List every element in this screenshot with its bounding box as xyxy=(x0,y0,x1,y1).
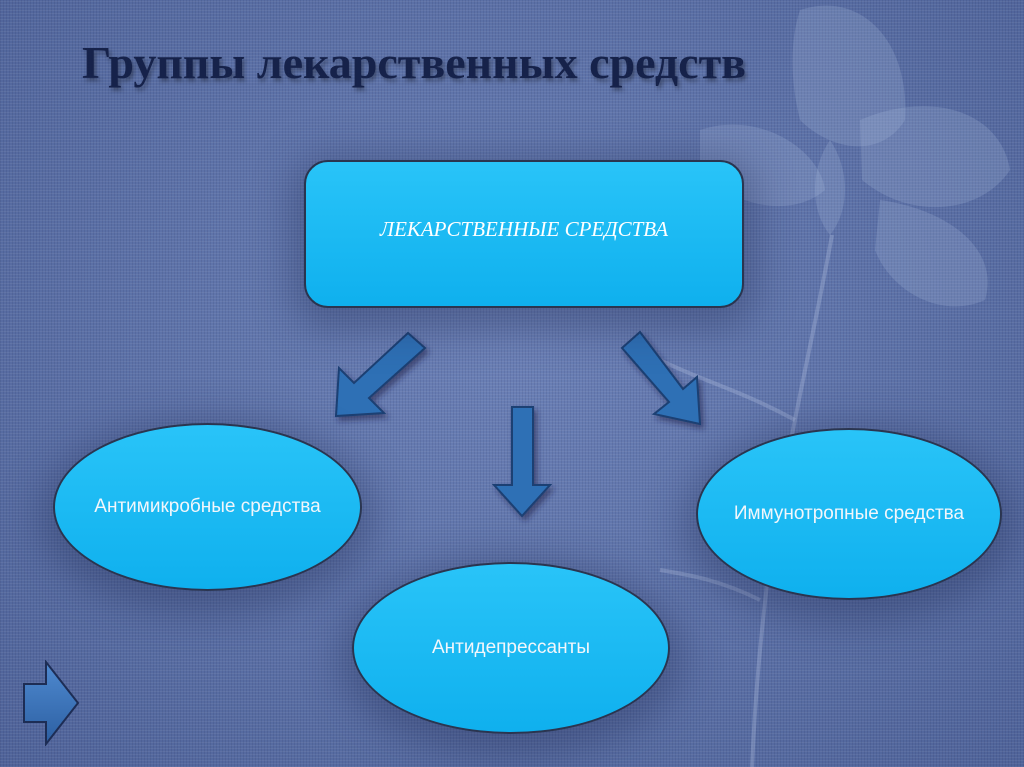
arrow-to-left-node xyxy=(334,331,427,418)
child-node-antidepressants: Антидепрессанты xyxy=(352,562,670,734)
slide-title: Группы лекарственных средств xyxy=(82,37,747,88)
child-node-antimicrobial: Антимикробные средства xyxy=(53,423,362,591)
next-slide-button[interactable] xyxy=(22,660,80,746)
child-node-label: Иммунотропные средства xyxy=(733,502,965,524)
child-node-immunotropic: Иммунотропные средства xyxy=(696,428,1002,600)
root-node: ЛЕКАРСТВЕННЫЕ СРЕДСТВА xyxy=(304,160,744,308)
arrow-to-middle-node xyxy=(491,406,553,518)
child-node-label: Антидепрессанты xyxy=(432,636,590,658)
root-node-label: ЛЕКАРСТВЕННЫЕ СРЕДСТВА xyxy=(379,216,669,241)
child-node-label: Антимикробные средства xyxy=(94,495,321,517)
arrow-to-right-node xyxy=(620,330,702,426)
right-arrow-icon xyxy=(23,660,80,746)
